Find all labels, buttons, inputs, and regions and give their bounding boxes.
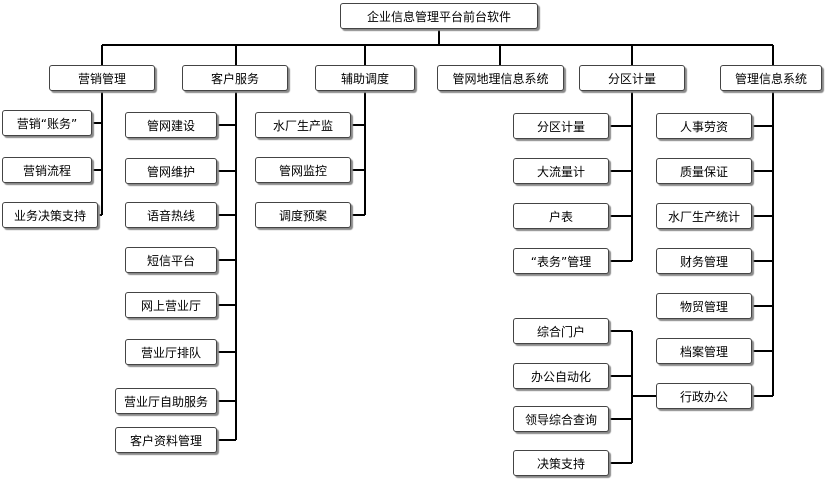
node-hall-self-service: 营业厅自助服务: [115, 388, 217, 414]
category-zone-metering: 分区计量: [579, 65, 685, 91]
node-online-hall: 网上营业厅: [125, 292, 217, 318]
category-gis: 管网地理信息系统: [437, 65, 564, 91]
node-label: 管网维护: [146, 164, 195, 179]
node-label: 调度预案: [278, 208, 327, 223]
node-label: 管网监控: [278, 163, 327, 178]
node-label: 大流量计: [536, 164, 585, 179]
node-office-automation: 办公自动化: [513, 363, 609, 389]
node-customer-records: 客户资料管理: [115, 427, 217, 453]
node-voice-hotline: 语音热线: [125, 202, 217, 228]
node-network-maintenance: 管网维护: [125, 158, 217, 184]
node-large-flow-meter: 大流量计: [513, 158, 609, 184]
node-decision-support-2: 决策支持: [513, 450, 609, 476]
node-portal: 综合门户: [513, 318, 609, 344]
node-label: 决策支持: [536, 456, 585, 471]
category-label: 营销管理: [77, 71, 126, 86]
node-label: 水厂生产监: [272, 118, 333, 133]
node-label: 短信平台: [146, 253, 195, 268]
node-hr-payroll: 人事劳资: [656, 113, 752, 139]
node-leader-query: 领导综合查询: [513, 406, 609, 432]
node-archives: 档案管理: [656, 338, 752, 364]
node-label: 营销流程: [22, 163, 71, 178]
node-label: 领导综合查询: [524, 412, 597, 427]
node-sms-platform: 短信平台: [125, 247, 217, 273]
node-label: “表务”管理: [530, 254, 592, 269]
node-quality-assurance: 质量保证: [656, 158, 752, 184]
node-plant-statistics: 水厂生产统计: [656, 203, 752, 229]
node-dispatch-plan: 调度预案: [255, 202, 351, 228]
root-label: 企业信息管理平台前台软件: [366, 9, 511, 24]
category-label: 分区计量: [607, 71, 656, 86]
node-meter-management: “表务”管理: [513, 248, 609, 274]
node-label: 质量保证: [679, 164, 728, 179]
node-marketing-accounts: 营销“账务”: [2, 110, 92, 136]
category-label: 管理信息系统: [734, 71, 807, 86]
node-label: 档案管理: [679, 344, 728, 359]
node-finance: 财务管理: [656, 248, 752, 274]
category-customer-service: 客户服务: [182, 65, 288, 91]
node-label: 业务决策支持: [13, 208, 86, 223]
node-plant-monitor: 水厂生产监: [255, 112, 351, 138]
category-mis: 管理信息系统: [720, 65, 822, 91]
node-label: 行政办公: [679, 389, 728, 404]
node-label: 办公自动化: [530, 369, 591, 384]
node-marketing-flow: 营销流程: [2, 157, 92, 183]
node-label: 语音热线: [146, 208, 195, 223]
node-label: 人事劳资: [679, 119, 728, 134]
node-label: 户表: [548, 209, 573, 224]
node-material-trade: 物贸管理: [656, 293, 752, 319]
node-label: 营销“账务”: [16, 116, 78, 131]
node-label: 水厂生产统计: [667, 209, 740, 224]
root-node: 企业信息管理平台前台软件: [340, 3, 538, 29]
category-label: 管网地理信息系统: [452, 71, 549, 86]
node-household-meter: 户表: [513, 203, 609, 229]
node-label: 财务管理: [679, 254, 728, 269]
category-marketing: 营销管理: [49, 65, 155, 91]
node-label: 管网建设: [146, 118, 195, 133]
category-label: 客户服务: [210, 71, 259, 86]
node-label: 营业厅排队: [140, 345, 201, 360]
node-network-construction: 管网建设: [125, 112, 217, 138]
node-admin-office: 行政办公: [656, 383, 752, 409]
node-label: 营业厅自助服务: [123, 394, 208, 409]
node-label: 网上营业厅: [140, 298, 201, 313]
node-label: 客户资料管理: [129, 433, 202, 448]
node-label: 物贸管理: [679, 299, 728, 314]
node-zone-metering: 分区计量: [513, 113, 609, 139]
node-hall-queue: 营业厅排队: [125, 339, 217, 365]
node-decision-support: 业务决策支持: [2, 202, 98, 228]
node-network-monitor: 管网监控: [255, 157, 351, 183]
node-label: 综合门户: [536, 324, 585, 339]
node-label: 分区计量: [536, 119, 585, 134]
category-label: 辅助调度: [340, 71, 389, 86]
category-dispatch: 辅助调度: [315, 65, 415, 91]
